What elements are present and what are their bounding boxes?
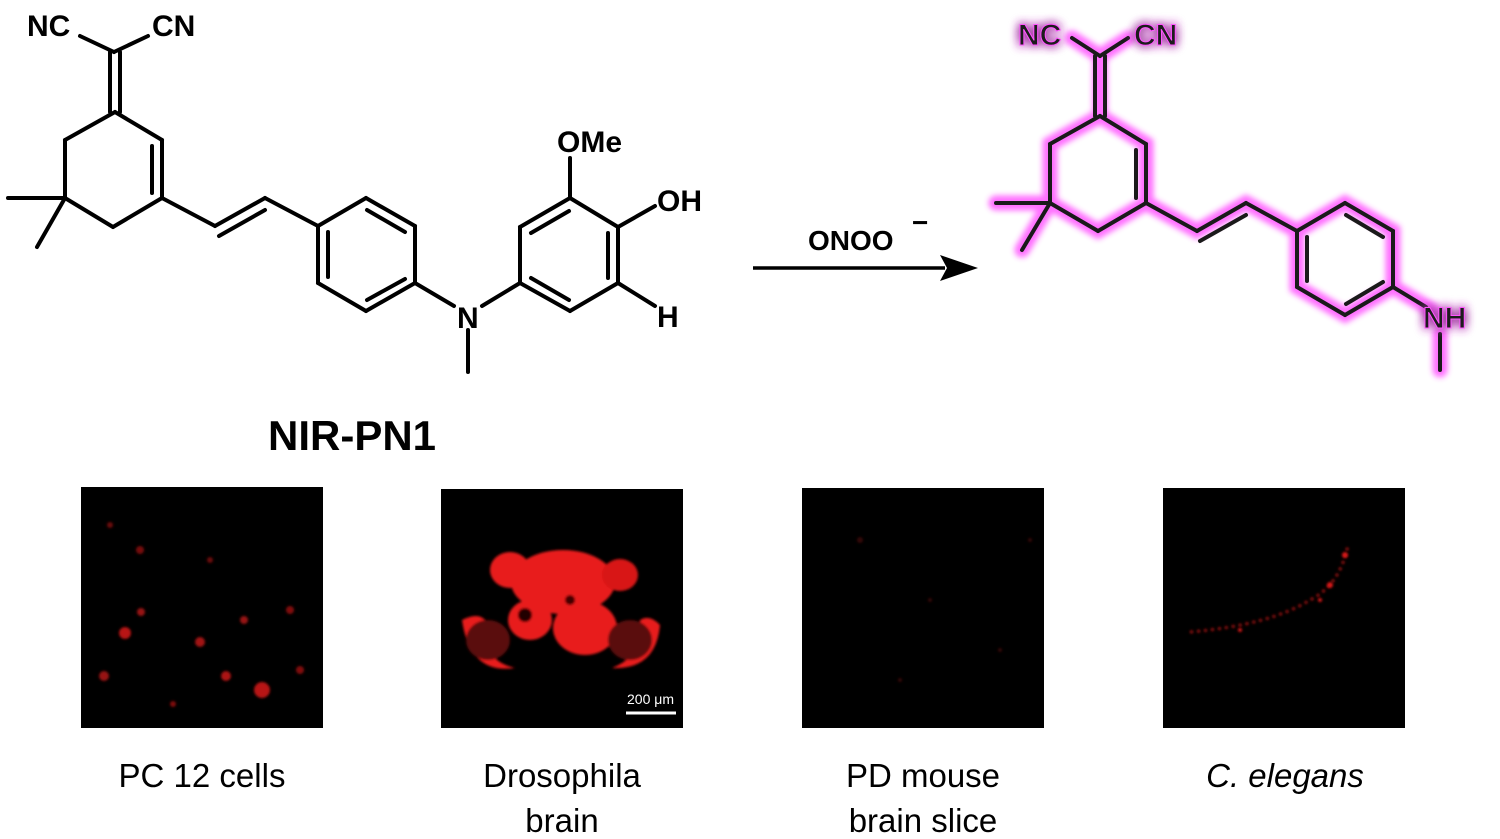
atom-cn: CN	[152, 10, 195, 43]
caption-pd-mouse-line2: brain slice	[849, 802, 998, 839]
captions: PC 12 cells Drosophila brain PD mouse br…	[119, 757, 1364, 839]
product-structure	[988, 30, 1448, 378]
reaction-arrow: ONOO −	[753, 207, 978, 281]
product-atom-nc: NC	[1018, 19, 1061, 52]
atom-ome: OMe	[557, 126, 622, 159]
atom-nc: NC	[27, 10, 70, 43]
reactant-labels: NC CN OMe OH H N NIR-PN1	[27, 10, 702, 459]
caption-drosophila-line1: Drosophila	[483, 757, 641, 794]
atom-h: H	[657, 301, 679, 334]
reagent-charge: −	[912, 207, 928, 238]
caption-c-elegans: C. elegans	[1206, 757, 1364, 794]
caption-pc12-cells: PC 12 cells	[119, 757, 286, 794]
panel-pd-mouse-brain-slice	[802, 488, 1044, 728]
probe-name: NIR-PN1	[268, 412, 436, 459]
reactant-structure	[6, 34, 657, 374]
product-atom-cn: CN	[1134, 19, 1177, 52]
product-atom-nh: NH	[1423, 302, 1466, 335]
reagent-label: ONOO	[808, 225, 894, 256]
panel-c-elegans	[1163, 488, 1405, 728]
caption-pd-mouse-line1: PD mouse	[846, 757, 1000, 794]
atom-n: N	[457, 302, 479, 335]
scale-bar-label: 200 μm	[627, 691, 674, 707]
panel-drosophila-brain: 200 μm	[441, 489, 683, 728]
caption-drosophila-line2: brain	[525, 802, 598, 839]
product-labels: NC CN NH	[1018, 19, 1467, 336]
atom-oh: OH	[657, 185, 702, 218]
panel-pc12-cells	[81, 487, 323, 728]
